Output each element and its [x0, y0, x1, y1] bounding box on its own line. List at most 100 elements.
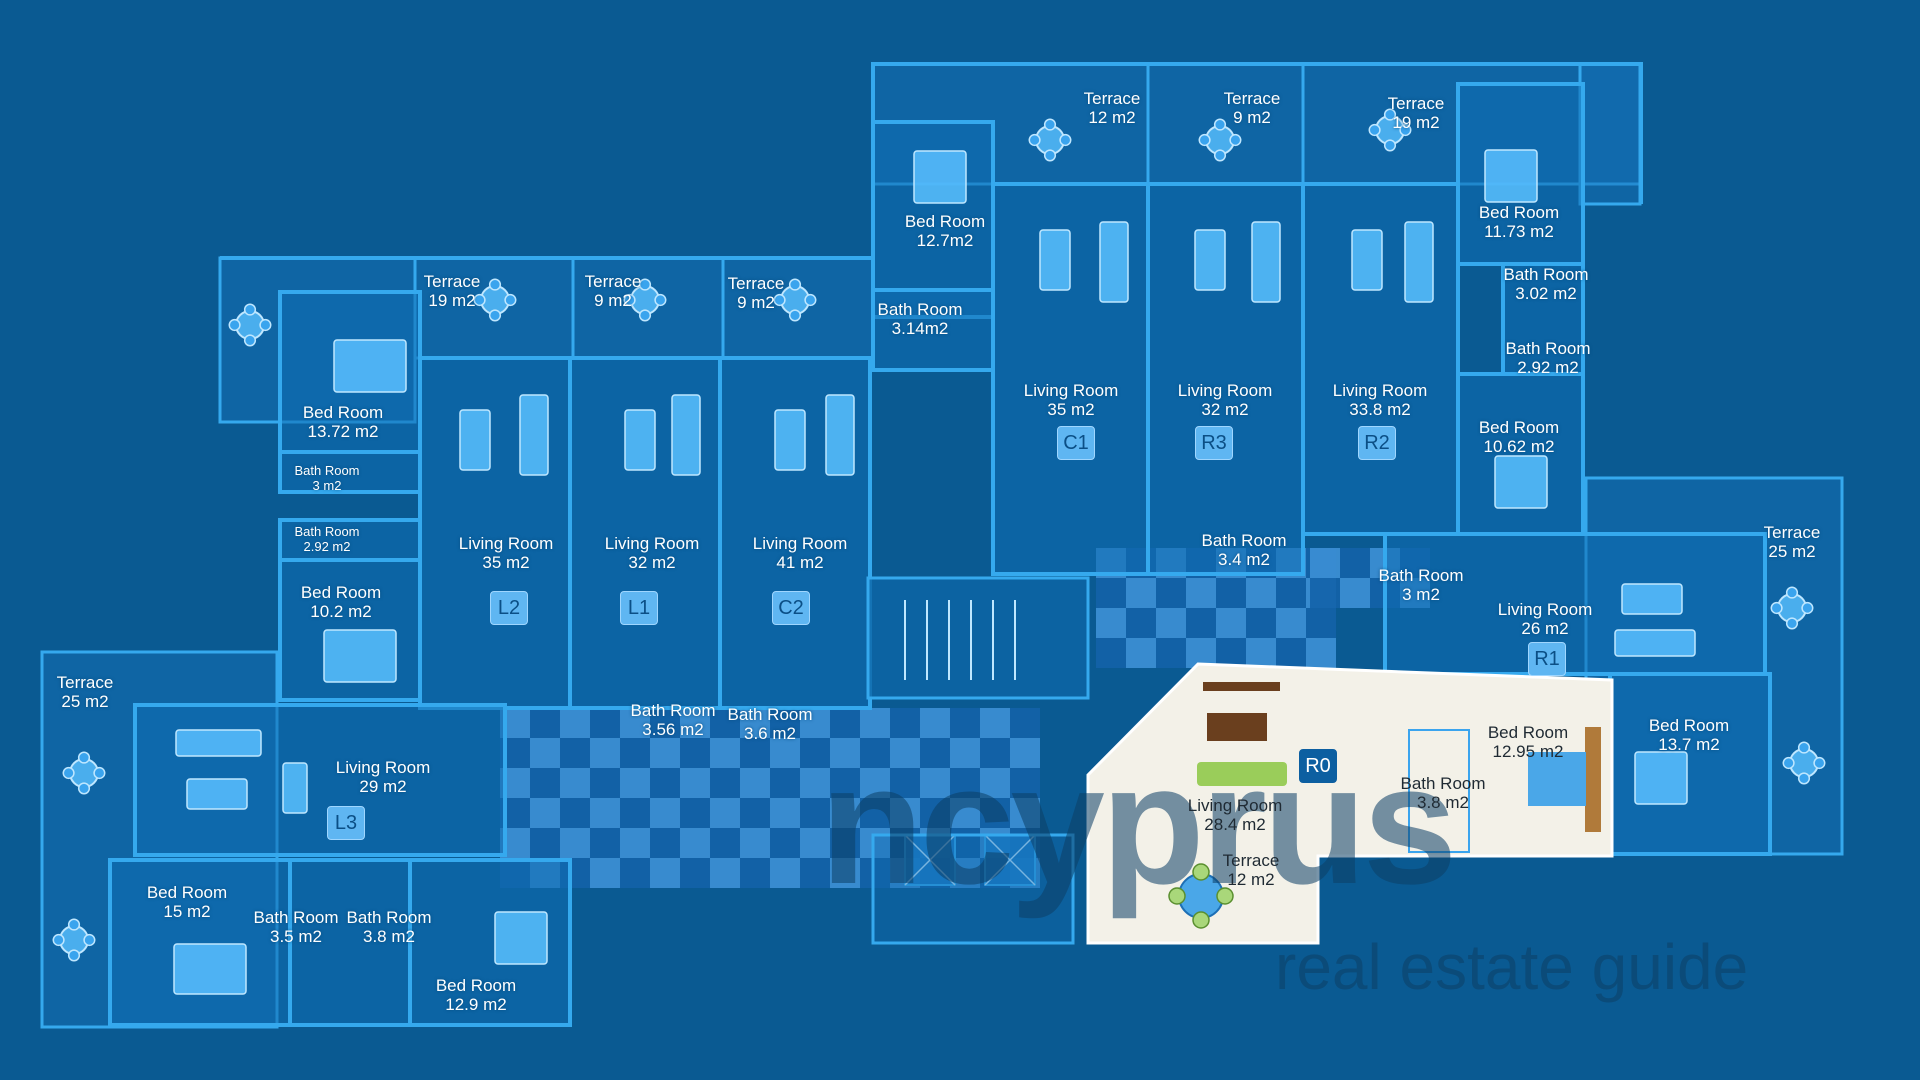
room-outline	[1608, 672, 1772, 856]
corridor-tile	[590, 858, 620, 888]
corridor-tile	[620, 738, 650, 768]
bathroom-outline	[1408, 729, 1470, 853]
corridor-tile	[830, 768, 860, 798]
unit-badge-l1[interactable]: L1	[620, 591, 658, 625]
corridor-tile	[680, 738, 710, 768]
unit-badge-l3[interactable]: L3	[327, 806, 365, 840]
corridor-tile	[560, 708, 590, 738]
corridor-tile	[800, 828, 830, 858]
room-area: 3 m2	[312, 478, 342, 493]
elevator-cross	[904, 834, 956, 886]
chair-icon	[1192, 863, 1210, 881]
room-name: Terrace	[423, 272, 481, 291]
room-area: 3.14m2	[891, 319, 949, 338]
corridor-tile	[1310, 548, 1340, 578]
chair-icon	[1216, 887, 1234, 905]
chair-icon	[1059, 133, 1072, 147]
unit-badge-r3[interactable]: R3	[1195, 426, 1233, 460]
room-area: 3.8 m2	[1417, 793, 1469, 812]
chair-icon	[1229, 133, 1242, 147]
terrace-area	[1578, 62, 1642, 206]
corridor-tile	[710, 768, 740, 798]
room-name: Bed Room	[904, 212, 986, 231]
room-name: Living Room	[458, 534, 554, 553]
sofa-icon	[1251, 221, 1281, 303]
bed-icon	[1634, 751, 1688, 805]
unit-badge-r0[interactable]: R0	[1299, 749, 1337, 783]
bed-icon	[494, 911, 548, 965]
room-area: 19 m2	[1392, 113, 1440, 132]
corridor-tile	[710, 828, 740, 858]
corridor-tile	[920, 798, 950, 828]
unit-badge-c2[interactable]: C2	[772, 591, 810, 625]
room-name: Living Room	[604, 534, 700, 553]
room-area: 19 m2	[428, 291, 476, 310]
room-area: 29 m2	[359, 777, 407, 796]
corridor-tile	[1306, 638, 1336, 668]
watermark-brand: ncyprus	[820, 730, 1457, 920]
sofa-icon	[825, 394, 855, 476]
unit-badge-r2[interactable]: R2	[1358, 426, 1396, 460]
corridor-tile	[980, 738, 1010, 768]
corridor-tile	[710, 708, 740, 738]
room-outline	[1383, 532, 1767, 676]
chair-icon	[77, 782, 91, 795]
unit-badge-r1[interactable]: R1	[1528, 642, 1566, 676]
chair-icon	[1043, 149, 1057, 162]
room-name: Bath Room	[1201, 531, 1287, 550]
corridor-tile	[830, 798, 860, 828]
corridor-tile	[1216, 578, 1246, 608]
corridor-tile	[920, 738, 950, 768]
room-name: Terrace	[1223, 89, 1281, 108]
dining-table-icon	[459, 409, 491, 471]
corridor-tile	[890, 768, 920, 798]
corridor-tile	[800, 798, 830, 828]
corridor-tile	[740, 858, 770, 888]
corridor-tile	[890, 798, 920, 828]
room-area: 12 m2	[1227, 870, 1275, 889]
chair-icon	[638, 309, 652, 322]
corridor-tile	[620, 708, 650, 738]
chair-icon	[654, 293, 667, 307]
corridor-tile	[770, 858, 800, 888]
chair-icon	[1213, 118, 1227, 131]
corridor-tile	[860, 708, 890, 738]
corridor-tile	[530, 738, 560, 768]
chair-icon	[52, 933, 65, 947]
elevator-cross	[984, 834, 1036, 886]
corridor-tile	[560, 768, 590, 798]
chair-icon	[1192, 911, 1210, 929]
unit-badge-l2[interactable]: L2	[490, 591, 528, 625]
room-name: Terrace	[1387, 94, 1445, 113]
corridor-tile	[1126, 638, 1156, 668]
chair-icon	[93, 766, 106, 780]
room-name: Bed Room	[1648, 716, 1730, 735]
corridor-tile	[1096, 578, 1126, 608]
corridor-tile	[740, 798, 770, 828]
chair-icon	[623, 293, 636, 307]
corridor-tile	[1306, 608, 1336, 638]
room-area: 32 m2	[1201, 400, 1249, 419]
corridor-tile	[1246, 578, 1276, 608]
room-area: 12.9 m2	[445, 995, 507, 1014]
corridor-tile	[620, 858, 650, 888]
room-area: 11.73 m2	[1484, 222, 1554, 241]
unit-badge-c1[interactable]: C1	[1057, 426, 1095, 460]
corridor-tile	[590, 768, 620, 798]
corridor-tile	[980, 798, 1010, 828]
chair-icon	[243, 303, 257, 316]
chair-icon	[488, 278, 502, 291]
corridor-tile	[860, 798, 890, 828]
corridor-tile	[860, 858, 890, 888]
corridor-tile	[950, 768, 980, 798]
corridor-tile	[560, 828, 590, 858]
chair-icon	[67, 918, 81, 931]
